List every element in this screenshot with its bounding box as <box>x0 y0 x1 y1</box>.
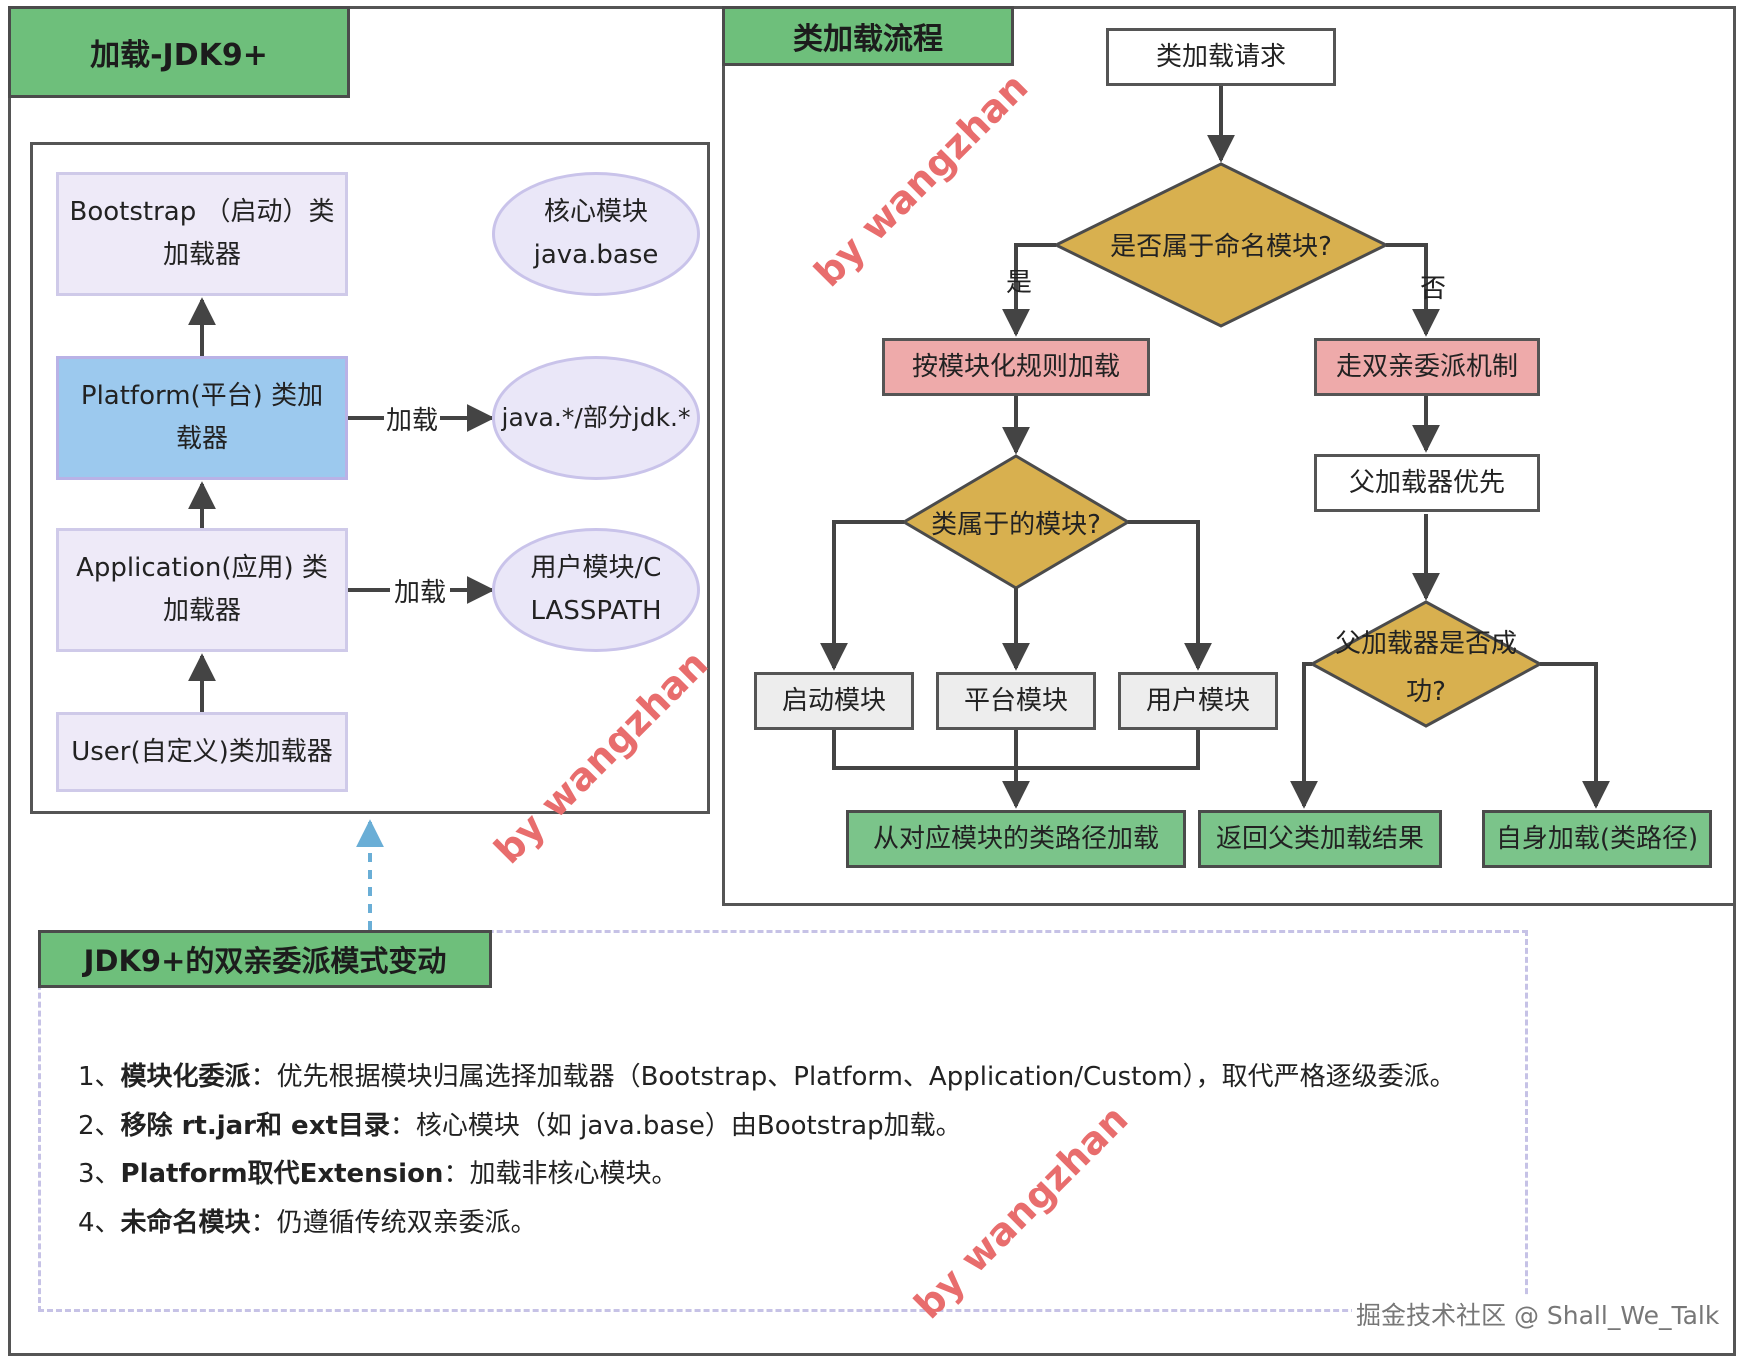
loader-hierarchy-frame <box>30 142 710 814</box>
application-loader: Application(应用) 类加载器 <box>56 528 348 652</box>
decision-parent-success-text: 父加载器是否成功? <box>1334 629 1517 707</box>
bootstrap-loader: Bootstrap （启动）类加载器 <box>56 172 348 296</box>
footer-credit: 掘金技术社区 @ Shall_We_Talk <box>1352 1296 1724 1332</box>
change-item: 2、移除 rt.jar和 ext目录：核心模块（如 java.base）由Boo… <box>78 1102 1456 1151</box>
change-item-title: Platform取代Extension <box>120 1159 444 1189</box>
bootstrap-loader-label: Bootstrap （启动）类加载器 <box>69 197 335 270</box>
self-load-classpath: 自身加载(类路径) <box>1482 810 1712 868</box>
change-item-number: 1、 <box>78 1062 121 1092</box>
change-item-number: 4、 <box>78 1207 121 1238</box>
no-label: 否 <box>1420 274 1447 304</box>
platform-module-label: 平台模块 <box>963 685 1068 716</box>
platform-target-oval: java.*/部分jdk.* <box>492 356 700 480</box>
core-module-name: java.base <box>533 240 659 270</box>
platform-target-label: java.*/部分jdk.* <box>501 403 691 433</box>
load-from-module-path: 从对应模块的类路径加载 <box>846 810 1186 868</box>
left-panel-title: 加载-JDK9+ <box>8 6 350 98</box>
parent-loader-first-label: 父加载器优先 <box>1348 467 1505 498</box>
changes-frame <box>38 930 1528 1312</box>
change-item-title: 模块化委派 <box>120 1062 251 1092</box>
change-item-text: ：加载非核心模块。 <box>443 1159 678 1189</box>
arrow-no <box>1386 243 1440 337</box>
load-label-application: 加载 <box>394 578 447 608</box>
flow-panel-title: 类加载流程 <box>722 6 1014 66</box>
parent-loader-first: 父加载器优先 <box>1314 454 1540 512</box>
class-load-request: 类加载请求 <box>1106 28 1336 86</box>
self-load-classpath-label: 自身加载(类路径) <box>1495 823 1699 854</box>
user-module: 用户模块 <box>1118 672 1278 730</box>
change-item-number: 3、 <box>78 1159 121 1189</box>
arrow-to-user-module <box>1128 520 1212 671</box>
parent-delegation: 走双亲委派机制 <box>1314 338 1540 396</box>
boot-module-label: 启动模块 <box>781 685 886 716</box>
decision-parent-success <box>1308 600 1544 728</box>
user-module-label: 用户模块/CLASSPATH <box>530 553 662 626</box>
change-item-number: 2、 <box>78 1110 121 1141</box>
core-module-oval: 核心模块 java.base <box>492 172 700 296</box>
parent-delegation-label: 走双亲委派机制 <box>1335 351 1518 382</box>
arrow-to-return-parent <box>1290 662 1318 809</box>
user-module-box-label: 用户模块 <box>1145 685 1250 716</box>
change-item: 4、未命名模块：仍遵循传统双亲委派。 <box>78 1199 1456 1248</box>
arrow-yes <box>1002 243 1056 337</box>
load-from-module-path-label: 从对应模块的类路径加载 <box>872 823 1159 854</box>
user-module-oval: 用户模块/CLASSPATH <box>492 528 700 652</box>
decision-class-module-label: 类属于的模块? <box>931 510 1101 540</box>
return-parent-result: 返回父类加载结果 <box>1198 810 1442 868</box>
modular-rule-load-label: 按模块化规则加载 <box>911 351 1120 382</box>
yes-label: 是 <box>1006 268 1033 298</box>
user-loader-label: User(自定义)类加载器 <box>71 736 333 767</box>
changes-panel-title: JDK9+的双亲委派模式变动 <box>38 930 492 988</box>
platform-loader-label: Platform(平台) 类加载器 <box>80 381 324 454</box>
return-parent-result-label: 返回父类加载结果 <box>1215 823 1424 854</box>
decision-named-module-label: 是否属于命名模块? <box>1110 232 1332 262</box>
platform-module: 平台模块 <box>936 672 1096 730</box>
decision-named-module <box>1052 162 1390 328</box>
arrow-to-boot-module <box>820 520 904 671</box>
change-item-title: 移除 rt.jar和 ext目录 <box>120 1110 390 1141</box>
change-item: 1、模块化委派：优先根据模块归属选择加载器（Bootstrap、Platform… <box>78 1053 1456 1102</box>
change-item-text: ：仍遵循传统双亲委派。 <box>250 1207 537 1238</box>
modular-rule-load: 按模块化规则加载 <box>882 338 1150 396</box>
change-item-text: ：优先根据模块归属选择加载器（Bootstrap、Platform、Applic… <box>250 1062 1456 1092</box>
changes-list: 1、模块化委派：优先根据模块归属选择加载器（Bootstrap、Platform… <box>78 1053 1456 1247</box>
load-label-platform: 加载 <box>386 406 439 436</box>
change-item: 3、Platform取代Extension：加载非核心模块。 <box>78 1150 1456 1199</box>
core-module-label: 核心模块 <box>543 197 648 228</box>
boot-module: 启动模块 <box>754 672 914 730</box>
class-load-request-label: 类加载请求 <box>1155 41 1286 72</box>
change-item-title: 未命名模块 <box>120 1207 251 1238</box>
application-loader-label: Application(应用) 类加载器 <box>76 553 328 626</box>
decision-parent-success-label: 父加载器是否成功? <box>1318 620 1534 716</box>
change-item-text: ：核心模块（如 java.base）由Bootstrap加载。 <box>389 1110 962 1141</box>
flow-frame <box>722 6 1736 906</box>
arrow-to-self-load <box>1540 662 1610 809</box>
user-loader: User(自定义)类加载器 <box>56 712 348 792</box>
platform-loader: Platform(平台) 类加载器 <box>56 356 348 480</box>
